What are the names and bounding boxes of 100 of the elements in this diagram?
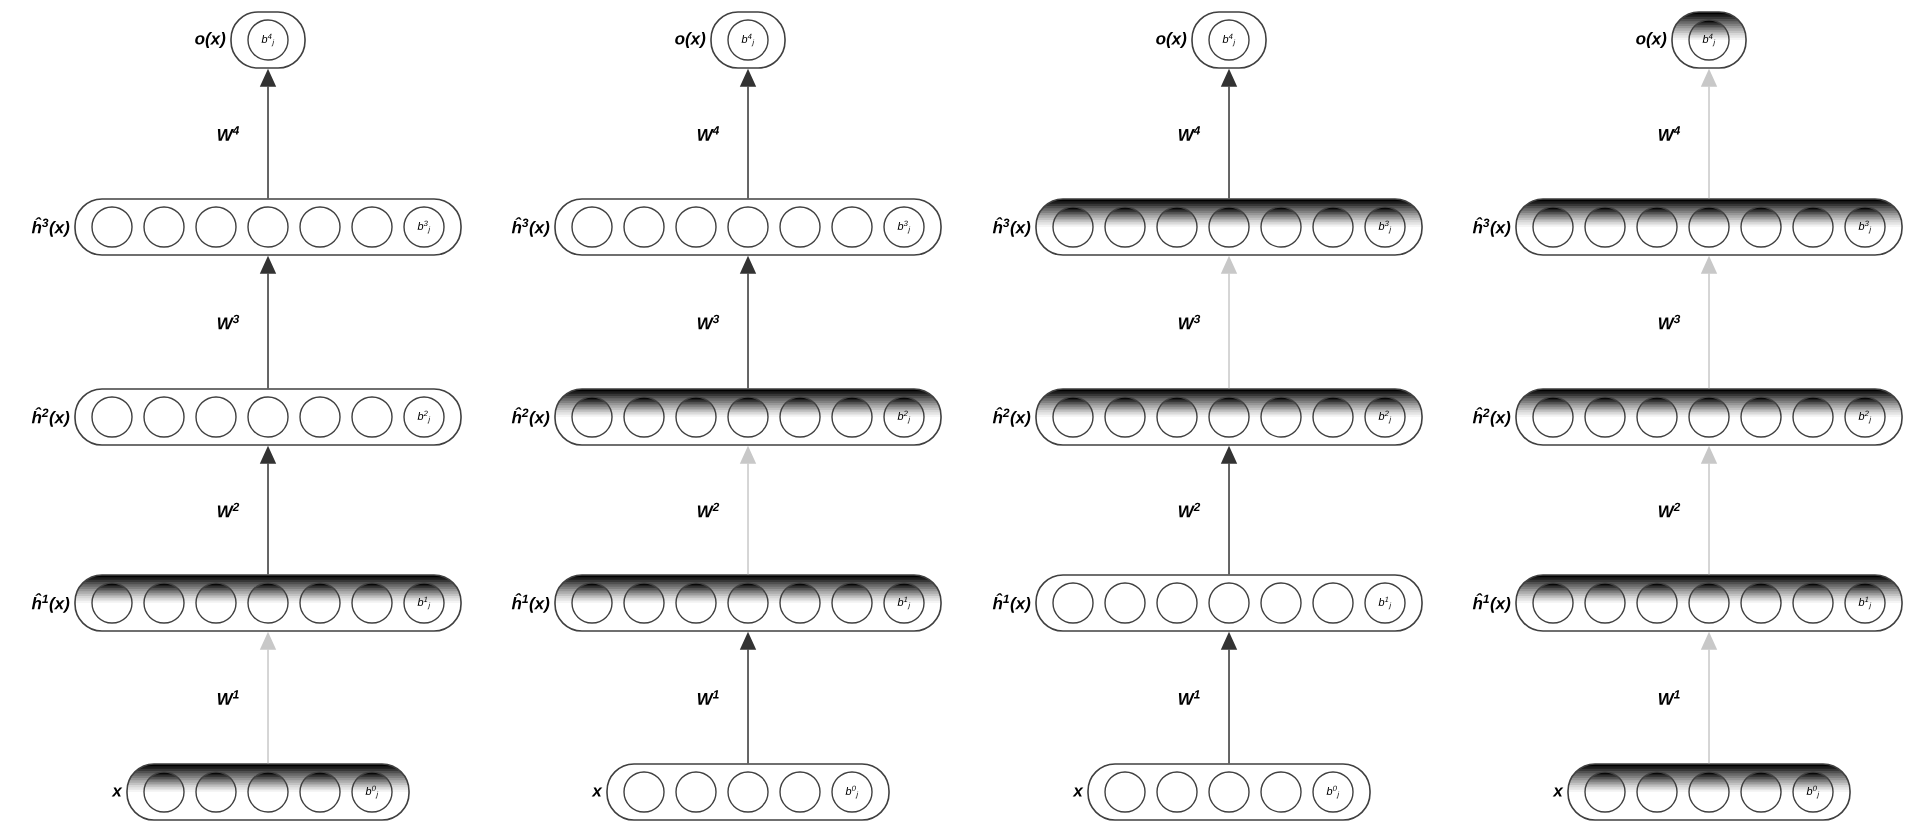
neuron-circle [195,582,237,624]
weight-label: W$^{3}$ [694,312,722,332]
neuron-circle [1260,771,1302,813]
neuron-circle [247,771,289,813]
neuron-circle [1740,206,1782,248]
neuron-circle [1156,396,1198,438]
neuron-circle [195,396,237,438]
neuron-circle [779,206,821,248]
weight-label: W$^{2}$ [214,500,242,520]
neuron-circle [623,396,665,438]
neuron-circle [1104,582,1146,624]
neuron-circle [299,771,341,813]
neuron-circle [623,771,665,813]
neuron-circle [143,582,185,624]
neuron-circle [247,396,289,438]
neuron-circle [91,582,133,624]
layer-label: ĥ$^{2}$(x) [992,407,1031,427]
neuron-circle [623,206,665,248]
weight-label: W$^{2}$ [1655,500,1683,520]
neuron-circle [1740,771,1782,813]
neuron-circle [143,206,185,248]
weight-label: W$^{4}$ [1655,124,1683,143]
neuron-circle [727,771,769,813]
neuron-circle [1584,582,1626,624]
layer-label: ĥ$^{1}$(x) [992,593,1031,613]
neuron-circle [351,396,393,438]
layer-label: x [1552,787,1564,797]
neuron-circle [247,582,289,624]
neuron-circle [1584,206,1626,248]
neuron-circle [1156,206,1198,248]
neuron-circle [1532,396,1574,438]
neuron-circle [91,396,133,438]
weight-label: W$^{1}$ [1655,688,1683,707]
layer-label: o(x) [1636,32,1667,48]
neuron-circle [1688,396,1730,438]
neuron-circle [831,206,873,248]
neuron-circle [1792,206,1834,248]
neuron-circle [1740,396,1782,438]
neuron-circle [1584,771,1626,813]
neuron-circle [623,582,665,624]
neuron-circle [299,206,341,248]
layer-label: ĥ$^{3}$(x) [992,217,1031,237]
neuron-circle [1208,396,1250,438]
neuron-circle [1636,582,1678,624]
neuron-circle [675,206,717,248]
neuron-circle [1208,206,1250,248]
layer-label: ĥ$^{2}$(x) [31,407,70,427]
neuron-circle [831,396,873,438]
neuron-circle [675,771,717,813]
layer-label: x [111,787,123,797]
layer-label: o(x) [195,32,226,48]
weight-label: W$^{3}$ [214,312,242,332]
neuron-circle [1104,771,1146,813]
neuron-circle [1052,206,1094,248]
neuron-circle [675,582,717,624]
neuron-circle [1208,771,1250,813]
layer-label: ĥ$^{3}$(x) [511,217,550,237]
neuron-circle [1792,396,1834,438]
neuron-circle [143,396,185,438]
neuron-circle [143,771,185,813]
neuron-circle [727,582,769,624]
layer-label: ĥ$^{1}$(x) [1472,593,1511,613]
neuron-circle [1156,582,1198,624]
weight-label: W$^{2}$ [1175,500,1203,520]
layer-label: ĥ$^{1}$(x) [511,593,550,613]
neuron-circle [1312,206,1354,248]
layer-label: ĥ$^{1}$(x) [31,593,70,613]
neuron-circle [1636,206,1678,248]
weight-label: W$^{1}$ [214,688,242,707]
neuron-circle [1532,582,1574,624]
neuron-circle [299,396,341,438]
neuron-circle [1532,206,1574,248]
neuron-circle [247,206,289,248]
neuron-circle [1636,771,1678,813]
neuron-circle [1052,396,1094,438]
neuron-circle [1312,396,1354,438]
neuron-circle [1688,582,1730,624]
neuron-circle [1260,582,1302,624]
neuron-circle [195,206,237,248]
layer-label: ĥ$^{3}$(x) [1472,217,1511,237]
neuron-circle [1104,396,1146,438]
layer-label: ĥ$^{2}$(x) [1472,407,1511,427]
neuron-circle [1792,582,1834,624]
weight-label: W$^{2}$ [694,500,722,520]
layer-label: ĥ$^{2}$(x) [511,407,550,427]
neuron-circle [779,771,821,813]
neuron-circle [1156,771,1198,813]
neuron-circle [1740,582,1782,624]
neuron-circle [1260,206,1302,248]
neuron-circle [571,582,613,624]
neuron-circle [91,206,133,248]
neuron-circle [351,582,393,624]
neuron-circle [1312,582,1354,624]
neuron-circle [1260,396,1302,438]
weight-label: W$^{3}$ [1175,312,1203,332]
layer-label: ĥ$^{3}$(x) [31,217,70,237]
neuron-circle [1688,771,1730,813]
weight-label: W$^{4}$ [1175,124,1203,143]
layer-label: o(x) [1156,32,1187,48]
neuron-circle [779,582,821,624]
